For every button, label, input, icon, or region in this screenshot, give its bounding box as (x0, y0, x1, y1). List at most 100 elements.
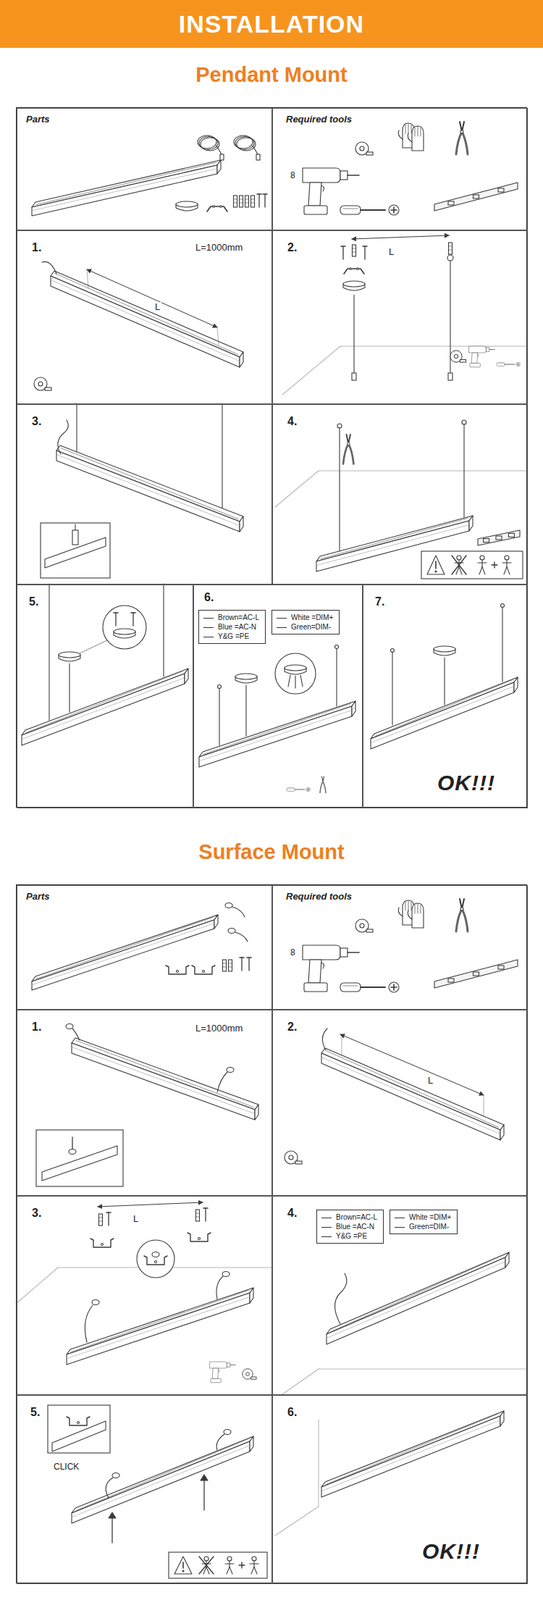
screw-head (246, 956, 252, 958)
tape-measure (450, 350, 467, 362)
tape-blade (251, 1376, 257, 1379)
fixture-end (239, 351, 244, 368)
screw (71, 1136, 73, 1149)
step-number: 4. (285, 414, 299, 428)
spirit-level (434, 182, 518, 211)
person-leg (503, 566, 507, 575)
pliers (456, 898, 468, 932)
cable-loop (200, 137, 220, 151)
person-body (506, 559, 507, 567)
pliers-handle (456, 908, 462, 932)
led-linear-fixture (21, 668, 189, 745)
step-panel: 3. (16, 403, 273, 585)
drill-handle (308, 182, 322, 206)
power-wire (57, 419, 69, 454)
led-linear-fixture (56, 445, 244, 532)
glove-thumb (398, 130, 403, 140)
pliers-handle (322, 781, 326, 793)
screwdriver-handle (340, 205, 361, 215)
outline-line (233, 202, 238, 204)
step-panel: Required tools8 (272, 884, 528, 1010)
power-cord (68, 663, 70, 712)
ceiling-edge (318, 469, 528, 471)
screw (364, 246, 365, 260)
outline-line (448, 249, 453, 251)
person-head (480, 555, 485, 560)
suspension-cable (162, 583, 164, 677)
tape-measure (355, 918, 373, 932)
outline-line (196, 1212, 200, 1214)
outline-line (233, 199, 238, 200)
step-number: 7. (373, 595, 386, 609)
ceiling-fixing (447, 254, 454, 261)
section-heading: Pendant Mount (16, 62, 527, 87)
outline-line (498, 363, 504, 365)
ceiling-canopy (343, 280, 365, 291)
fixture-top (321, 1410, 504, 1487)
pigtail-wire (235, 931, 248, 942)
tape-blade (459, 359, 466, 363)
wall-anchor (196, 1209, 200, 1221)
fixture-end (500, 1410, 504, 1426)
detail-inset (47, 1404, 111, 1453)
outline-line (228, 966, 233, 968)
ceiling-canopy (235, 673, 258, 683)
outline-line (251, 202, 255, 204)
mounting-clip (165, 965, 189, 974)
drill-body (302, 944, 341, 960)
dimension-line (97, 1201, 203, 1207)
power-cord (443, 657, 445, 705)
terminal-ring (152, 1251, 160, 1257)
ceiling-canopy (113, 628, 136, 638)
screwdriver-shaft (360, 986, 386, 988)
detail-circle (102, 605, 147, 649)
suspension-cable (338, 427, 340, 555)
fixture-front (326, 1256, 506, 1344)
tape-blade (366, 928, 373, 932)
drill-chuck (485, 347, 490, 352)
outline-line (99, 1220, 103, 1222)
fixture-front (71, 1440, 250, 1523)
fixture-end (239, 516, 244, 532)
drill-chuck (226, 1362, 231, 1367)
fixture-top (66, 1287, 254, 1354)
mounting-clip (66, 1416, 90, 1425)
fixture-slot (60, 448, 239, 520)
step-number: 6. (202, 590, 216, 604)
wire-label: White =DIM+ (276, 612, 335, 622)
plus-sign (493, 561, 495, 568)
level-body (434, 182, 518, 211)
drill-bit (347, 174, 360, 176)
pliers-handle (320, 781, 323, 793)
ceiling-edge (340, 345, 528, 347)
drill-battery (210, 1377, 221, 1382)
wall-anchor (251, 195, 255, 208)
fixture-diffuser (56, 454, 240, 526)
terminal-ring (226, 1067, 234, 1073)
bracket-hole (220, 205, 223, 208)
step-panel: Required tools8 (272, 107, 528, 231)
step-panel: Parts (16, 107, 273, 231)
wire-label: Green=DIM- (276, 621, 335, 632)
screw-head (203, 1206, 208, 1209)
fixture-diffuser (321, 1057, 501, 1134)
fixture-top (31, 160, 221, 208)
pigtail-wire (105, 1476, 113, 1498)
drill-bit (230, 1364, 236, 1365)
tape-measure (34, 377, 52, 391)
suspension-cable (74, 524, 76, 530)
pliers (456, 121, 468, 155)
phillips-symbol (516, 362, 521, 367)
wall-anchor (245, 195, 250, 208)
step-number: 2. (285, 1020, 299, 1034)
fixture-front (321, 1415, 501, 1497)
clip-hole (77, 1421, 80, 1424)
ceiling-edge (275, 470, 319, 507)
drill-body (469, 346, 486, 353)
drill-battery (304, 205, 328, 215)
fixture-diffuser (31, 168, 218, 211)
person-head (504, 555, 509, 560)
step-panel: 5. (16, 584, 194, 808)
pigtail-wire (216, 1275, 223, 1299)
